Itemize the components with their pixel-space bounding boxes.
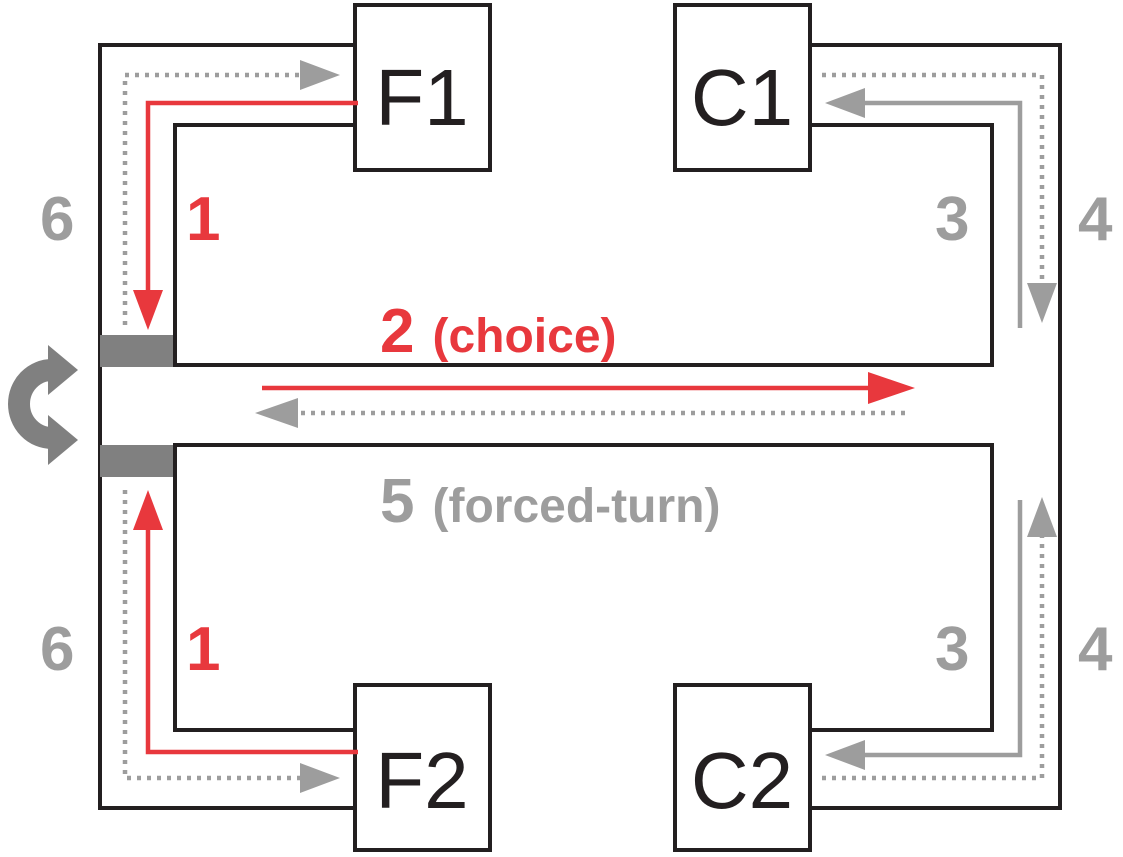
curved-turn-arrow-icon	[8, 345, 78, 465]
door-bottom	[100, 445, 173, 477]
step5-number: 5	[380, 467, 414, 536]
box-f1	[353, 3, 492, 172]
step1-bottom-label: 1	[186, 615, 220, 684]
top-inner-block	[173, 123, 994, 367]
arrowhead-icon	[133, 290, 163, 330]
arrowhead-icon	[300, 60, 340, 90]
outer-wall	[98, 43, 1062, 810]
maze-walls	[98, 43, 1062, 810]
step6-bottom-label: 6	[40, 615, 74, 684]
arrowhead-icon	[825, 88, 865, 118]
route-step6-bottom	[122, 490, 340, 793]
box-f2	[353, 683, 492, 852]
route-step4-top	[822, 72, 1057, 323]
step3-bottom-label: 3	[935, 615, 969, 684]
route-step3-bottom	[825, 500, 1023, 770]
box-c1	[673, 3, 812, 172]
arrowhead-icon	[300, 763, 340, 793]
box-c2	[673, 683, 812, 852]
route-step5	[255, 398, 905, 428]
arrowhead-icon	[133, 490, 163, 530]
arrowhead-icon	[1027, 497, 1057, 537]
arrowhead-icon	[255, 398, 298, 428]
label-c2: C2	[691, 736, 793, 825]
step5-label: 5 (forced-turn)	[380, 467, 720, 536]
step4-bottom-label: 4	[1078, 615, 1113, 684]
route-step1-bottom	[133, 490, 358, 755]
arrowhead-icon	[868, 372, 915, 404]
step2-text: (choice)	[432, 310, 616, 363]
route-step6-top	[122, 60, 340, 325]
step6-top-label: 6	[40, 185, 74, 254]
step2-label: 2 (choice)	[380, 297, 617, 366]
step2-number: 2	[380, 297, 414, 366]
route-step4-bottom	[822, 497, 1057, 781]
door-top	[100, 335, 173, 367]
route-step1-top	[133, 100, 358, 330]
step3-top-label: 3	[935, 185, 969, 254]
arrowhead-icon	[825, 740, 865, 770]
bottom-inner-block	[173, 443, 994, 732]
step5-text: (forced-turn)	[432, 480, 720, 533]
route-step3-top	[825, 88, 1023, 328]
label-f2: F2	[375, 736, 468, 825]
label-c1: C1	[691, 53, 793, 142]
step4-top-label: 4	[1078, 185, 1113, 254]
label-f1: F1	[375, 53, 468, 142]
step1-top-label: 1	[186, 185, 220, 254]
arrowhead-icon	[1027, 283, 1057, 323]
route-step2	[262, 372, 915, 404]
